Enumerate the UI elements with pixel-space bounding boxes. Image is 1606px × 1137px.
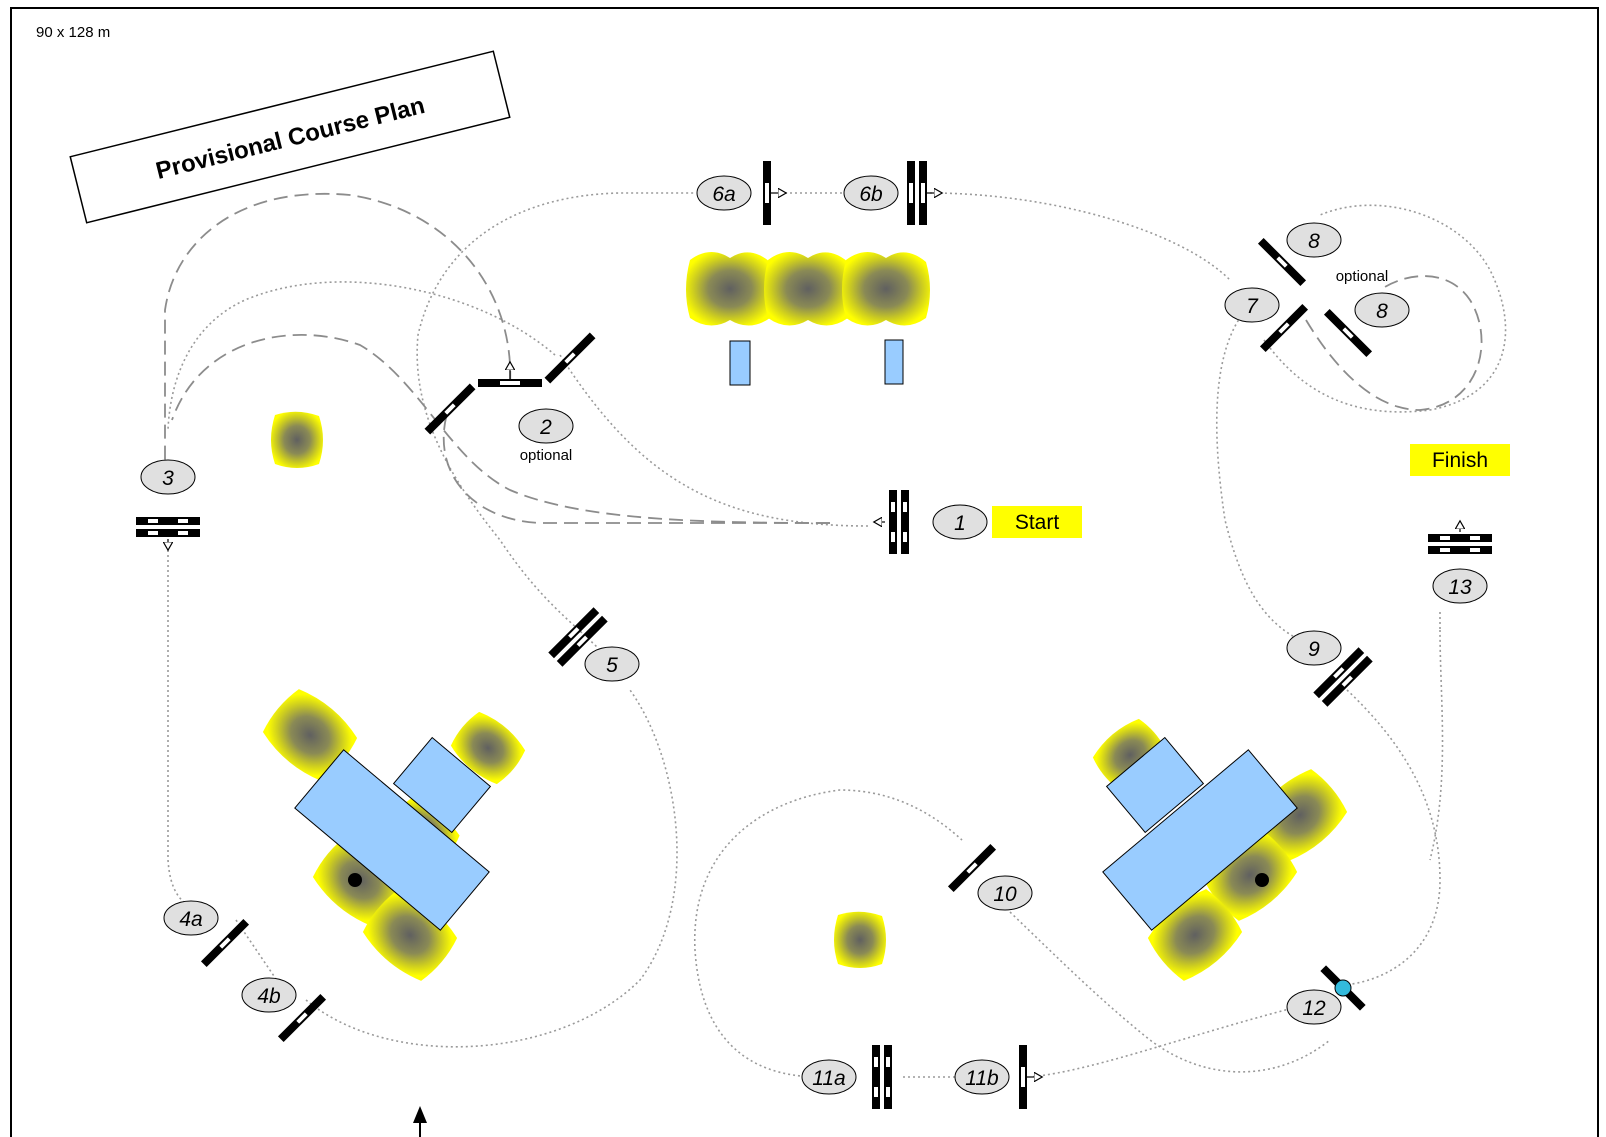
number-5: 5 — [584, 646, 640, 682]
fence-3 — [136, 517, 200, 549]
fence-10 — [947, 843, 997, 893]
fences — [136, 161, 1492, 1109]
finish-highlight — [1410, 444, 1510, 476]
fence-9 — [1313, 647, 1373, 707]
svg-text:8: 8 — [1308, 230, 1320, 253]
fence-1 — [875, 490, 909, 554]
course-path — [167, 192, 1507, 1078]
entrance-arrow-head — [413, 1106, 427, 1123]
dimensions-label: 90 x 128 m — [36, 24, 110, 41]
title-box: Provisional Course Plan — [69, 50, 511, 224]
svg-text:4a: 4a — [179, 908, 202, 931]
hedge-top-3 — [842, 251, 930, 326]
svg-text:1: 1 — [954, 512, 966, 535]
number-9: 9 — [1286, 630, 1342, 666]
svg-text:12: 12 — [1302, 997, 1326, 1020]
svg-text:11b: 11b — [965, 1067, 999, 1090]
fence-6b — [907, 161, 941, 225]
number-10: 10 — [977, 875, 1033, 911]
optional-paths — [164, 192, 1483, 524]
fence-4a — [200, 918, 250, 968]
number-3: 3 — [140, 459, 196, 495]
number-4a: 4a — [163, 900, 219, 936]
svg-text:9: 9 — [1308, 638, 1320, 661]
svg-text:4b: 4b — [257, 985, 281, 1008]
fence-2a — [424, 383, 476, 435]
bush-left — [271, 411, 323, 468]
number-7: 7 — [1224, 287, 1280, 323]
fence-8b — [1323, 308, 1373, 358]
hedge-top-2 — [764, 251, 852, 326]
tree-left — [348, 873, 362, 887]
course-frame — [10, 7, 1599, 1137]
svg-text:11a: 11a — [812, 1067, 845, 1090]
fence-numbers: 1 2 3 4a 4b 5 6a 6b 7 8 8 9 10 11a 11b 1… — [140, 175, 1488, 1095]
fence-5 — [548, 607, 608, 667]
water-jump-2 — [884, 339, 904, 385]
number-8b: 8 — [1354, 292, 1410, 328]
number-8a: 8 — [1286, 222, 1342, 258]
optional-label-8: optional — [1336, 268, 1389, 285]
fence-8a — [1257, 237, 1307, 287]
number-4b: 4b — [241, 977, 297, 1013]
svg-text:3: 3 — [162, 467, 174, 490]
number-13: 13 — [1432, 568, 1488, 604]
svg-text:2: 2 — [539, 416, 552, 439]
number-1: 1 — [932, 504, 988, 540]
fence-7 — [1259, 303, 1309, 353]
number-11b: 11b — [954, 1059, 1010, 1095]
fence-6a — [763, 161, 785, 225]
svg-text:7: 7 — [1246, 295, 1259, 318]
svg-text:6a: 6a — [712, 183, 735, 206]
number-2: 2 — [518, 408, 574, 444]
number-6a: 6a — [696, 175, 752, 211]
number-11a: 11a — [801, 1059, 857, 1095]
number-6b: 6b — [843, 175, 899, 211]
water-jump-1 — [729, 340, 751, 386]
fence-11b — [1019, 1045, 1041, 1109]
svg-text:13: 13 — [1448, 576, 1472, 599]
fence-13 — [1428, 522, 1492, 554]
svg-text:10: 10 — [993, 883, 1017, 906]
finish-label: Finish — [1432, 449, 1488, 472]
fence-11a — [872, 1045, 892, 1109]
pond-right-small — [1105, 736, 1205, 834]
hedge-top-1 — [686, 251, 774, 326]
fence-2b — [478, 363, 542, 387]
optional-label-2: optional — [520, 447, 573, 464]
number-12: 12 — [1286, 989, 1342, 1025]
pond-right-long — [1102, 749, 1298, 931]
tree-right — [1255, 873, 1269, 887]
fence-4b — [277, 993, 327, 1043]
water-features — [294, 339, 1298, 931]
svg-text:8: 8 — [1376, 300, 1388, 323]
pond-left-long — [294, 749, 490, 931]
svg-text:5: 5 — [606, 654, 618, 677]
pond-left-small — [392, 736, 492, 834]
bush-bottom — [834, 911, 886, 968]
fence-12 — [1320, 965, 1366, 1011]
start-label: Start — [1015, 511, 1060, 534]
fence-2c — [544, 332, 596, 384]
svg-text:6b: 6b — [859, 183, 883, 206]
start-highlight — [992, 506, 1082, 538]
